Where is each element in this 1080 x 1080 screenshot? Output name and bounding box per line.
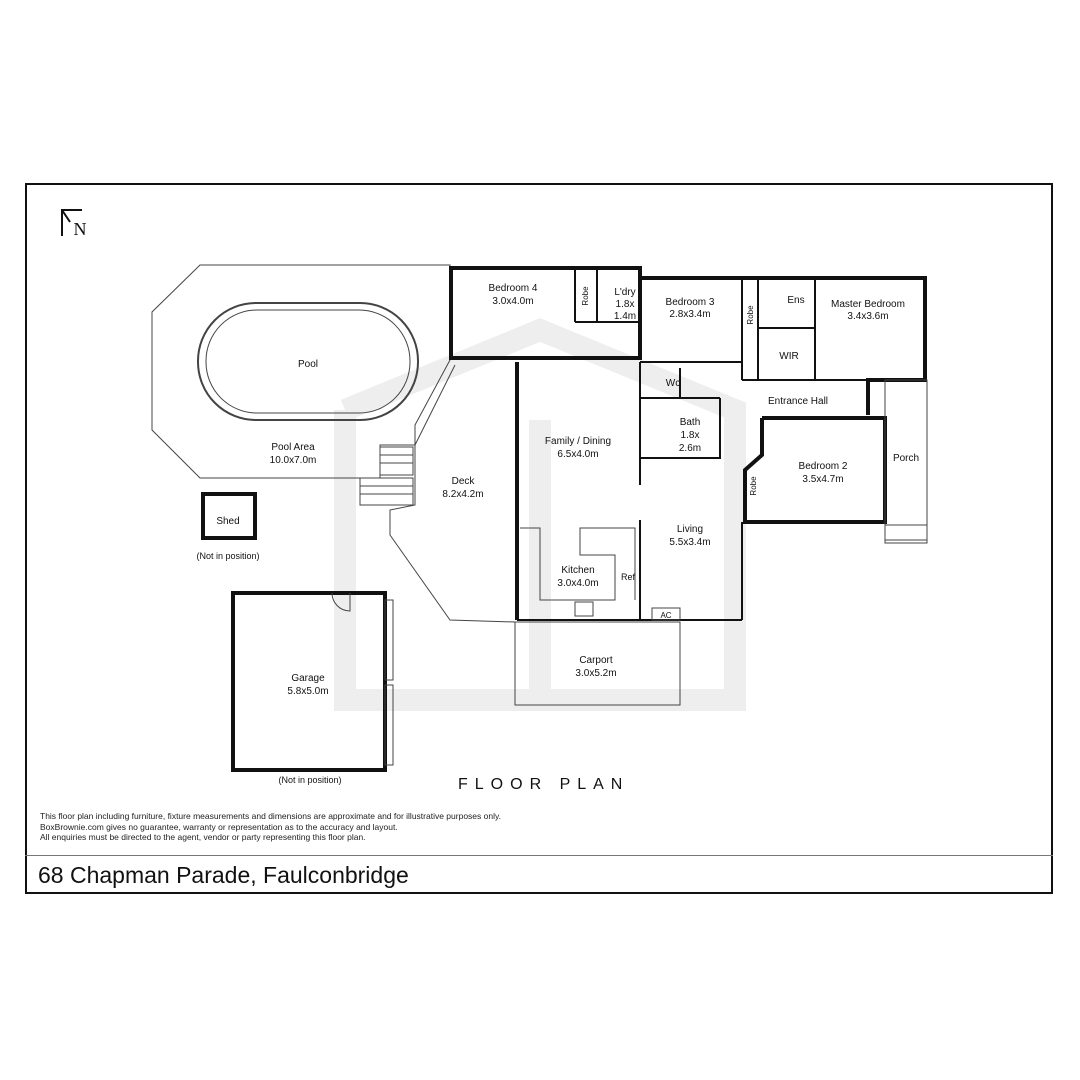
wc-label: Wc <box>666 378 680 389</box>
carport-outline <box>514 621 681 706</box>
pool-area-size: 10.0x7.0m <box>270 455 317 466</box>
north-label: N <box>74 219 87 239</box>
porch-label: Porch <box>893 453 919 464</box>
shed-note: (Not in position) <box>196 551 259 561</box>
house-walls <box>449 266 928 621</box>
living-label: Living <box>677 524 703 535</box>
bedroom4-size: 3.0x4.0m <box>492 296 533 307</box>
family-dining-label: Family / Dining <box>545 436 611 447</box>
bedroom3-label: Bedroom 3 <box>666 297 715 308</box>
garage-label: Garage <box>291 673 325 684</box>
living-size: 5.5x3.4m <box>669 537 710 548</box>
shed-walls <box>201 492 257 540</box>
deck-size: 8.2x4.2m <box>442 489 483 500</box>
master-bedroom-size: 3.4x3.6m <box>847 311 888 322</box>
carport-size: 3.0x5.2m <box>575 668 616 679</box>
bath-height: 2.6m <box>679 443 701 454</box>
bath-width: 1.8x <box>681 430 700 441</box>
ensuite-label: Ens <box>787 295 804 306</box>
deck-label: Deck <box>452 476 476 487</box>
bedroom2-robe-label: Robe <box>749 476 758 496</box>
entrance-hall-label: Entrance Hall <box>768 396 828 407</box>
plan-frame <box>25 183 1053 894</box>
carport-label: Carport <box>579 655 613 666</box>
shed-label: Shed <box>216 516 239 527</box>
garage-size: 5.8x5.0m <box>287 686 328 697</box>
bedroom4-label: Bedroom 4 <box>489 283 538 294</box>
fridge-label: Ref <box>621 572 636 582</box>
floor-plan-title: FLOOR PLAN <box>458 776 630 793</box>
garage-note: (Not in position) <box>278 775 341 785</box>
bedroom3-size: 2.8x3.4m <box>669 309 710 320</box>
disclaimer-line: BoxBrownie.com gives no guarantee, warra… <box>40 821 398 832</box>
north-arrow-icon: N <box>61 209 87 239</box>
bedroom2-size: 3.5x4.7m <box>802 474 843 485</box>
bath-label: Bath <box>680 417 701 428</box>
stairs <box>359 446 414 506</box>
pool <box>197 302 419 421</box>
ac-label: AC <box>660 611 671 620</box>
bedroom2-label: Bedroom 2 <box>799 461 848 472</box>
kitchen-size: 3.0x4.0m <box>557 578 598 589</box>
pool-label: Pool <box>298 359 318 370</box>
family-dining-size: 6.5x4.0m <box>557 449 598 460</box>
bedroom4-robe-label: Robe <box>581 286 590 306</box>
footer-divider <box>25 855 1053 856</box>
kitchen-label: Kitchen <box>561 565 594 576</box>
laundry-width: 1.8x <box>616 299 635 310</box>
disclaimer: This floor plan including furniture, fix… <box>40 811 501 843</box>
deck-outline <box>389 364 516 623</box>
pool-area-label: Pool Area <box>271 442 315 453</box>
bedroom3-robe-label: Robe <box>746 305 755 325</box>
laundry-label: L'dry <box>614 287 635 298</box>
wir-label: WIR <box>779 351 798 362</box>
disclaimer-line: All enquiries must be directed to the ag… <box>40 832 366 842</box>
kitchen-benches <box>520 527 636 617</box>
master-bedroom-label: Master Bedroom <box>831 299 905 310</box>
property-address: 68 Chapman Parade, Faulconbridge <box>38 862 409 888</box>
laundry-height: 1.4m <box>614 311 636 322</box>
disclaimer-line: This floor plan including furniture, fix… <box>40 811 501 821</box>
garage-walls <box>231 591 387 772</box>
